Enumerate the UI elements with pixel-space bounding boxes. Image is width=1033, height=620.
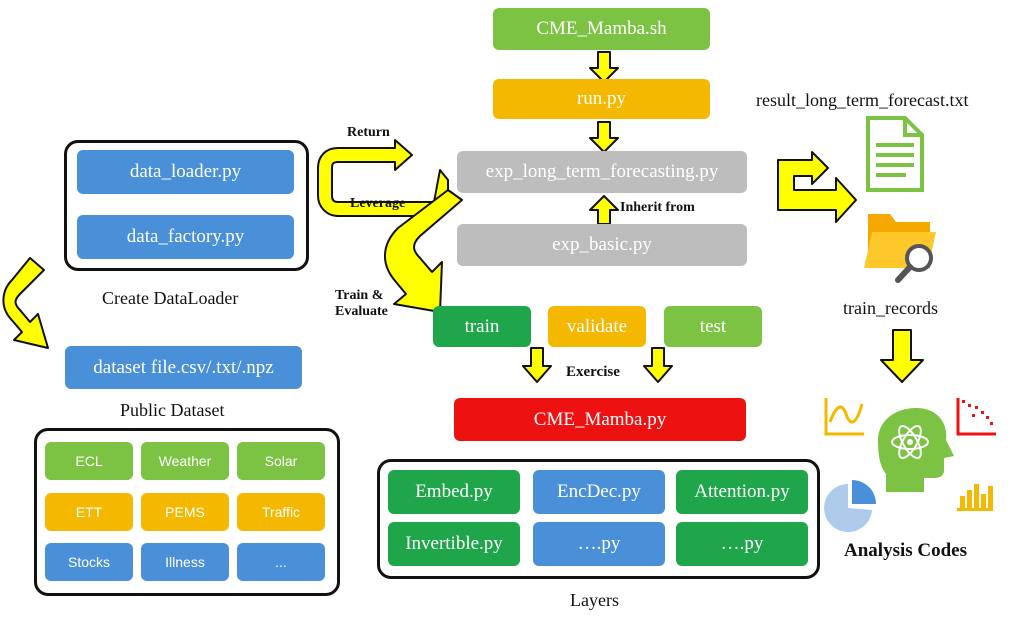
arrow-exercise-left (522, 347, 552, 383)
layer-item: ….py (533, 522, 665, 566)
dataloader-frame (64, 140, 309, 271)
layer-item: Embed.py (388, 470, 520, 514)
layer-item-label: Embed.py (415, 481, 493, 502)
brain-atom-icon (878, 408, 954, 492)
pie-chart-icon (824, 480, 876, 532)
dataset-item: Weather (141, 442, 229, 480)
run-label: run.py (576, 88, 627, 109)
dataset-item-label: ETT (75, 504, 103, 520)
public-dataset-caption: Public Dataset (120, 400, 225, 420)
records-label: train_records (843, 298, 938, 318)
dataset-file-box: dataset file.csv/.txt/.npz (65, 346, 302, 389)
dataloader-file-label: data_loader.py (129, 161, 242, 182)
dataloader-file-label: data_factory.py (126, 226, 245, 247)
exp-main-box: exp_long_term_forecasting.py (457, 151, 747, 193)
layers-caption: Layers (570, 590, 619, 610)
exp-base-label: exp_basic.py (552, 234, 652, 255)
arrow-script-to-run (589, 51, 619, 83)
outputs-arrow (777, 151, 857, 223)
dataset-item: ECL (45, 442, 133, 480)
line-chart-icon (824, 398, 864, 436)
arrow-inherit-up (589, 195, 619, 225)
dataset-item-label: Illness (165, 554, 205, 570)
leverage-label: Leverage (350, 196, 406, 211)
layer-item: EncDec.py (533, 470, 665, 514)
return-label: Return (347, 125, 390, 140)
layer-item-label: EncDec.py (557, 481, 641, 502)
layer-item-label: ….py (577, 533, 621, 554)
layer-item: Attention.py (676, 470, 808, 514)
arrow-run-to-exp (589, 121, 619, 153)
stage-validate-label: validate (566, 315, 628, 337)
layer-item: Invertible.py (388, 522, 520, 566)
model-label: CME_Mamba.py (533, 408, 667, 430)
dataset-item: ETT (45, 493, 133, 531)
records-to-analysis-arrow (880, 329, 924, 383)
layer-item-label: Invertible.py (405, 533, 503, 554)
dataloader-to-dataset-arrow (2, 257, 49, 349)
dataloader-file: data_factory.py (77, 215, 294, 259)
dataset-item: Solar (237, 442, 325, 480)
layer-item-label: Attention.py (694, 481, 790, 502)
dataset-item-label: Traffic (261, 504, 301, 520)
dataloader-caption: Create DataLoader (102, 288, 239, 308)
model-box: CME_Mamba.py (454, 398, 746, 441)
inherit-label: Inherit from (620, 200, 695, 215)
analysis-label: Analysis Codes (844, 540, 967, 561)
scatter-chart-icon (956, 398, 996, 436)
dataset-item: Illness (141, 543, 229, 581)
script-label: CME_Mamba.sh (536, 18, 667, 39)
layer-item-label: ….py (720, 533, 764, 554)
dataset-item-label: Weather (158, 453, 212, 469)
dataset-item: ... (237, 543, 325, 581)
dataset-file-label: dataset file.csv/.txt/.npz (93, 356, 274, 378)
exercise-label: Exercise (566, 364, 620, 380)
train-evaluate-label: Train & Evaluate (335, 288, 388, 319)
bar-chart-icon (957, 484, 993, 511)
stage-validate: validate (548, 306, 646, 347)
run-box: run.py (493, 79, 710, 119)
layers-frame (377, 459, 820, 579)
public-dataset-frame (34, 428, 340, 596)
layer-item: ….py (676, 522, 808, 566)
arrow-exercise-right (643, 347, 673, 383)
dataset-item-label: ECL (75, 453, 103, 469)
dataset-item: Traffic (237, 493, 325, 531)
dataset-item: Stocks (45, 543, 133, 581)
stage-test-label: test (699, 315, 727, 337)
dataset-item-label: PEMS (165, 504, 205, 520)
script-box: CME_Mamba.sh (493, 8, 710, 50)
stage-train: train (433, 306, 531, 347)
dataset-item-label: Solar (264, 453, 298, 469)
dataset-item: PEMS (141, 493, 229, 531)
folder-search-icon (864, 214, 936, 283)
document-icon (866, 116, 924, 192)
dataloader-file: data_loader.py (77, 150, 294, 194)
exp-base-box: exp_basic.py (457, 224, 747, 266)
exp-main-label: exp_long_term_forecasting.py (485, 161, 719, 182)
dataset-item-label: Stocks (67, 554, 110, 570)
stage-test: test (664, 306, 762, 347)
result-file-label: result_long_term_forecast.txt (756, 90, 969, 110)
dataset-item-label: ... (275, 554, 287, 570)
stage-train-label: train (464, 315, 500, 337)
